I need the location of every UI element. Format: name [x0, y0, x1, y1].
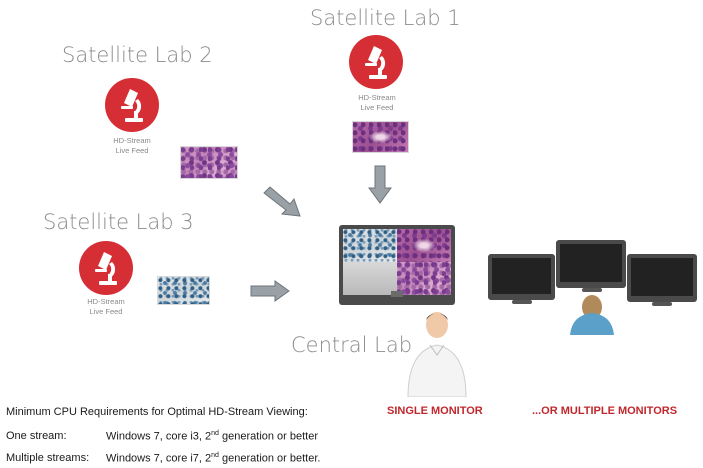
microscope-icon [105, 78, 159, 132]
requirement-multi-value-post: generation or better. [218, 452, 321, 465]
requirements-heading: Minimum CPU Requirements for Optimal HD-… [6, 406, 308, 418]
lab-1-caption: HD-Stream Live Feed [342, 93, 412, 113]
multiple-monitors-label: ...OR MULTIPLE MONITORS [532, 405, 678, 417]
monitor-stand [652, 302, 672, 306]
multi-monitor-right [627, 254, 697, 302]
screen-quadrant-3 [343, 262, 397, 295]
requirement-multi-value: Windows 7, core i7, 2nd generation or be… [106, 452, 320, 465]
multi-monitor-center [556, 240, 626, 288]
microscope-icon [79, 241, 133, 295]
multi-monitor-center-screen [560, 244, 622, 282]
central-lab-title: Central Lab [291, 333, 413, 357]
arrow-diagonal-icon [263, 186, 301, 217]
screen-quadrant-2 [397, 229, 451, 262]
lab-2-tissue-thumbnail [180, 146, 238, 179]
doctor-figure-icon [407, 312, 467, 397]
lab-1-caption-line2: Live Feed [360, 103, 394, 112]
arrow-right-icon [250, 280, 290, 302]
requirement-one-value-post: generation or better [218, 430, 319, 443]
lab-3-caption-line1: HD-Stream [87, 297, 125, 306]
lab-2-caption-line2: Live Feed [115, 146, 149, 155]
arrow-down-icon [368, 165, 392, 204]
requirement-one-value-pre: Windows 7, core i3, 2 [106, 430, 212, 443]
requirement-one-stream: One stream: Windows 7, core i3, 2nd gene… [6, 430, 318, 443]
requirement-one-value-sup: nd [211, 430, 219, 437]
lab-3-tissue-thumbnail [157, 276, 210, 305]
screen-quadrant-4 [397, 262, 451, 295]
lab-1-caption-line1: HD-Stream [358, 93, 396, 102]
requirement-multi-value-sup: nd [211, 452, 219, 459]
requirement-one-value: Windows 7, core i3, 2nd generation or be… [106, 430, 318, 443]
multi-monitor-left-screen [492, 258, 551, 294]
lab-2-caption: HD-Stream Live Feed [97, 136, 167, 156]
single-monitor-screen [343, 229, 451, 295]
lab-2-caption-line1: HD-Stream [113, 136, 151, 145]
monitor-stand [391, 291, 403, 297]
satellite-lab-2-title: Satellite Lab 2 [62, 43, 213, 67]
monitor-stand [582, 288, 602, 292]
screen-quadrant-1 [343, 229, 397, 262]
requirement-one-label: One stream: [6, 430, 67, 442]
lab-3-caption-line2: Live Feed [89, 307, 123, 316]
requirement-multiple-streams: Multiple streams: Windows 7, core i7, 2n… [6, 452, 320, 465]
lab-3-caption: HD-Stream Live Feed [71, 297, 141, 317]
satellite-lab-3-title: Satellite Lab 3 [43, 210, 194, 234]
requirement-multi-value-pre: Windows 7, core i7, 2 [106, 452, 212, 465]
multi-monitor-right-screen [631, 258, 693, 296]
multi-monitor-left [488, 254, 555, 300]
monitor-stand [512, 300, 532, 304]
single-monitor-label: SINGLE MONITOR [387, 405, 483, 417]
requirement-multi-label: Multiple streams: [6, 452, 90, 464]
lab-1-tissue-thumbnail [352, 121, 409, 153]
satellite-lab-1-title: Satellite Lab 1 [310, 6, 461, 30]
microscope-icon [349, 35, 403, 89]
user-figure-icon [570, 295, 614, 335]
